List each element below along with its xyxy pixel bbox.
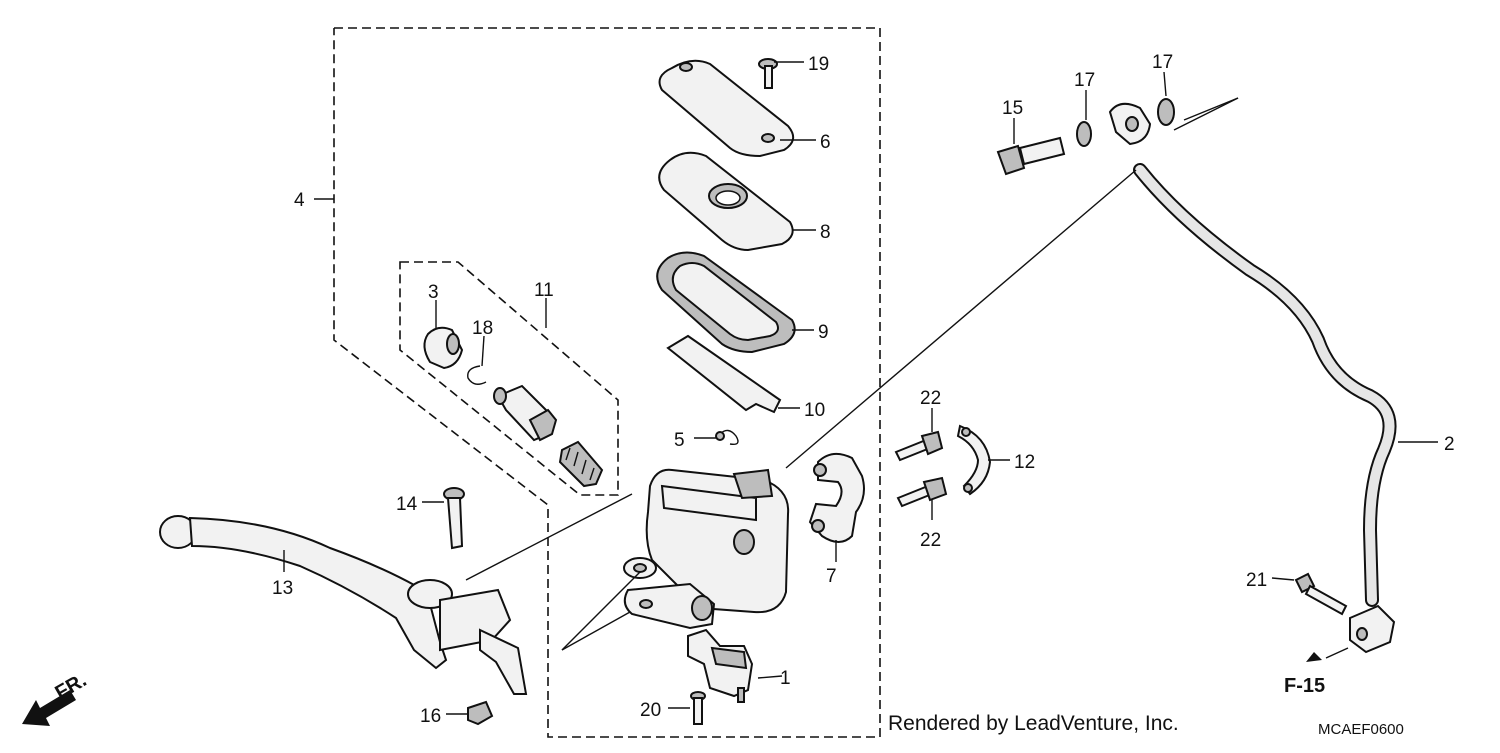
part-label: 20 [640, 700, 661, 721]
piston [493, 384, 558, 442]
brake-switch [687, 628, 754, 703]
clip [715, 429, 739, 446]
diaphragm [656, 251, 796, 354]
brake-hose [1108, 102, 1397, 654]
holder-bolt-upper [894, 430, 944, 462]
assembly-outline-11 [399, 261, 619, 496]
part-label: 7 [826, 566, 837, 587]
circlip [467, 365, 487, 385]
switch-screw [690, 691, 706, 725]
hose-clamp-bolt [1294, 572, 1348, 616]
sealing-washer-left [1076, 121, 1092, 147]
leader-lines [283, 61, 1438, 715]
part-label: 21 [1246, 570, 1267, 591]
part-label: 8 [820, 222, 831, 243]
reservoir-cap [658, 59, 795, 158]
part-label: 1 [780, 668, 791, 689]
boot [423, 326, 464, 370]
figure-reference: F-15 [1284, 675, 1325, 697]
holder-bolt-lower [896, 476, 948, 508]
part-label: 19 [808, 54, 829, 75]
part-label: 12 [1014, 452, 1035, 473]
reference-arrow [1306, 652, 1322, 662]
cap-screw [758, 58, 778, 89]
part-label: 10 [804, 400, 825, 421]
part-label: 18 [472, 318, 493, 339]
reservoir-plate [658, 151, 794, 252]
part-label: 22 [920, 530, 941, 551]
pivot-bolt [443, 487, 465, 550]
part-label: 13 [272, 578, 293, 599]
part-label: 22 [920, 388, 941, 409]
part-label: 9 [818, 322, 829, 343]
pivot-nut [467, 700, 494, 726]
spring-cup [558, 440, 604, 488]
part-label: 4 [294, 190, 305, 211]
sealing-washer-right [1157, 98, 1175, 126]
front-direction-arrow: FR. [22, 669, 90, 726]
clamp [956, 424, 992, 496]
float-plate [666, 334, 782, 414]
part-label: 17 [1074, 70, 1095, 91]
part-labels: 1 2 3 4 5 6 7 8 9 10 11 12 13 14 15 16 1… [272, 52, 1455, 727]
part-label: 16 [420, 706, 441, 727]
part-label: 11 [534, 280, 554, 301]
part-label: 17 [1152, 52, 1173, 73]
part-label: 3 [428, 282, 439, 303]
part-label: 15 [1002, 98, 1023, 119]
part-label: 2 [1444, 434, 1455, 455]
master-cylinder-body [623, 468, 790, 630]
brake-lever [159, 515, 528, 695]
handlebar-holder [808, 452, 865, 543]
diagram-code: MCAEF0600 [1318, 721, 1404, 738]
part-label: 14 [396, 494, 418, 515]
part-label: 6 [820, 132, 831, 153]
assembly-outline-4 [333, 27, 881, 738]
part-label: 5 [674, 430, 685, 451]
banjo-bolt [996, 136, 1066, 176]
credit-text: Rendered by LeadVenture, Inc. [888, 712, 1179, 735]
